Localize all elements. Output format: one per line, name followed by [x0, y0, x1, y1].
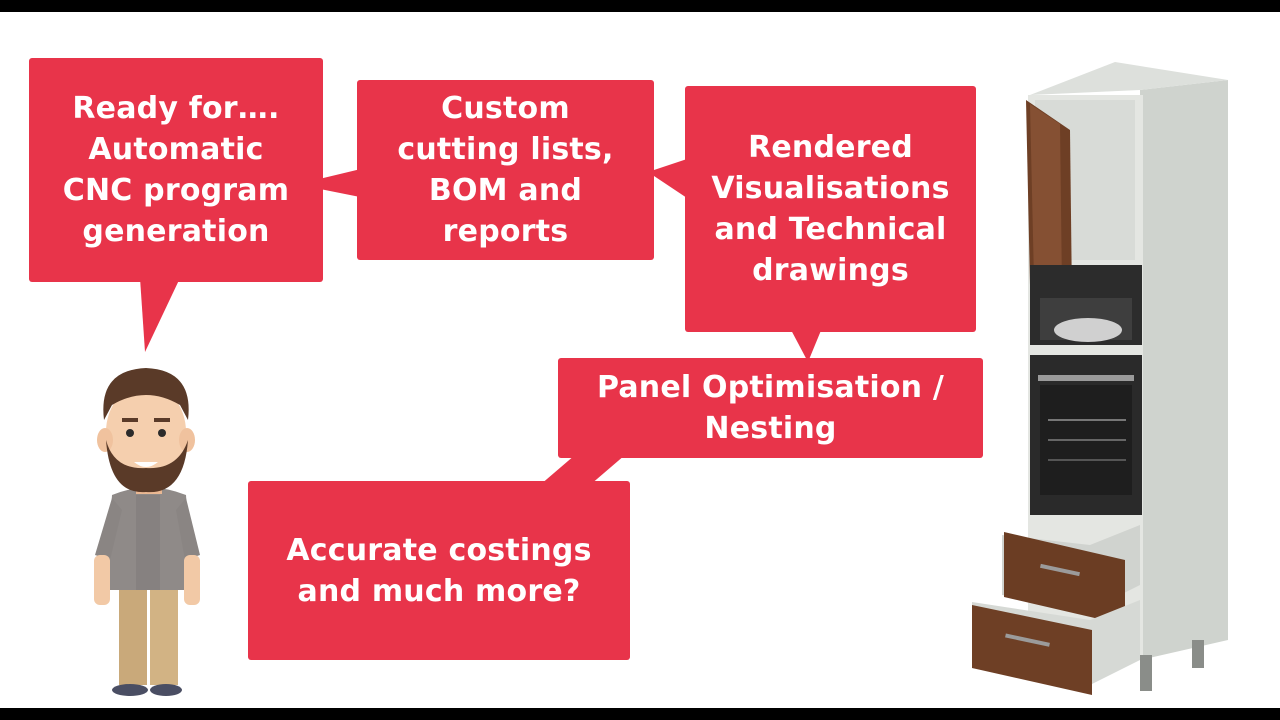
tail-cnc-to-man — [140, 278, 180, 352]
tail-cnc-to-cutting — [315, 168, 365, 198]
bubble-rendered-text: Rendered Visualisations and Technical dr… — [711, 130, 950, 288]
tail-rendered-to-nesting — [790, 328, 822, 362]
cabinet-illustration — [972, 62, 1228, 695]
bubble-costings: Accurate costings and much more? — [248, 481, 630, 660]
bubble-costings-text: Accurate costings and much more? — [286, 532, 592, 609]
tail-cutting-to-rendered — [648, 158, 690, 200]
bubble-nesting-text: Panel Optimisation / Nesting — [596, 370, 945, 446]
bearded-man-illustration — [94, 368, 200, 696]
tail-nesting-to-costings — [540, 455, 625, 485]
bubble-nesting: Panel Optimisation / Nesting — [558, 358, 983, 458]
bubble-cutting-lists: Custom cutting lists, BOM and reports — [357, 80, 654, 260]
top-letterbox-bar — [0, 0, 1280, 12]
bubble-cnc: Ready for…. Automatic CNC program genera… — [29, 58, 323, 282]
bubble-cnc-text: Ready for…. Automatic CNC program genera… — [62, 91, 290, 249]
bottom-letterbox-bar — [0, 708, 1280, 720]
bubble-rendered: Rendered Visualisations and Technical dr… — [685, 86, 976, 332]
bubble-cutting-lists-text: Custom cutting lists, BOM and reports — [397, 91, 614, 249]
